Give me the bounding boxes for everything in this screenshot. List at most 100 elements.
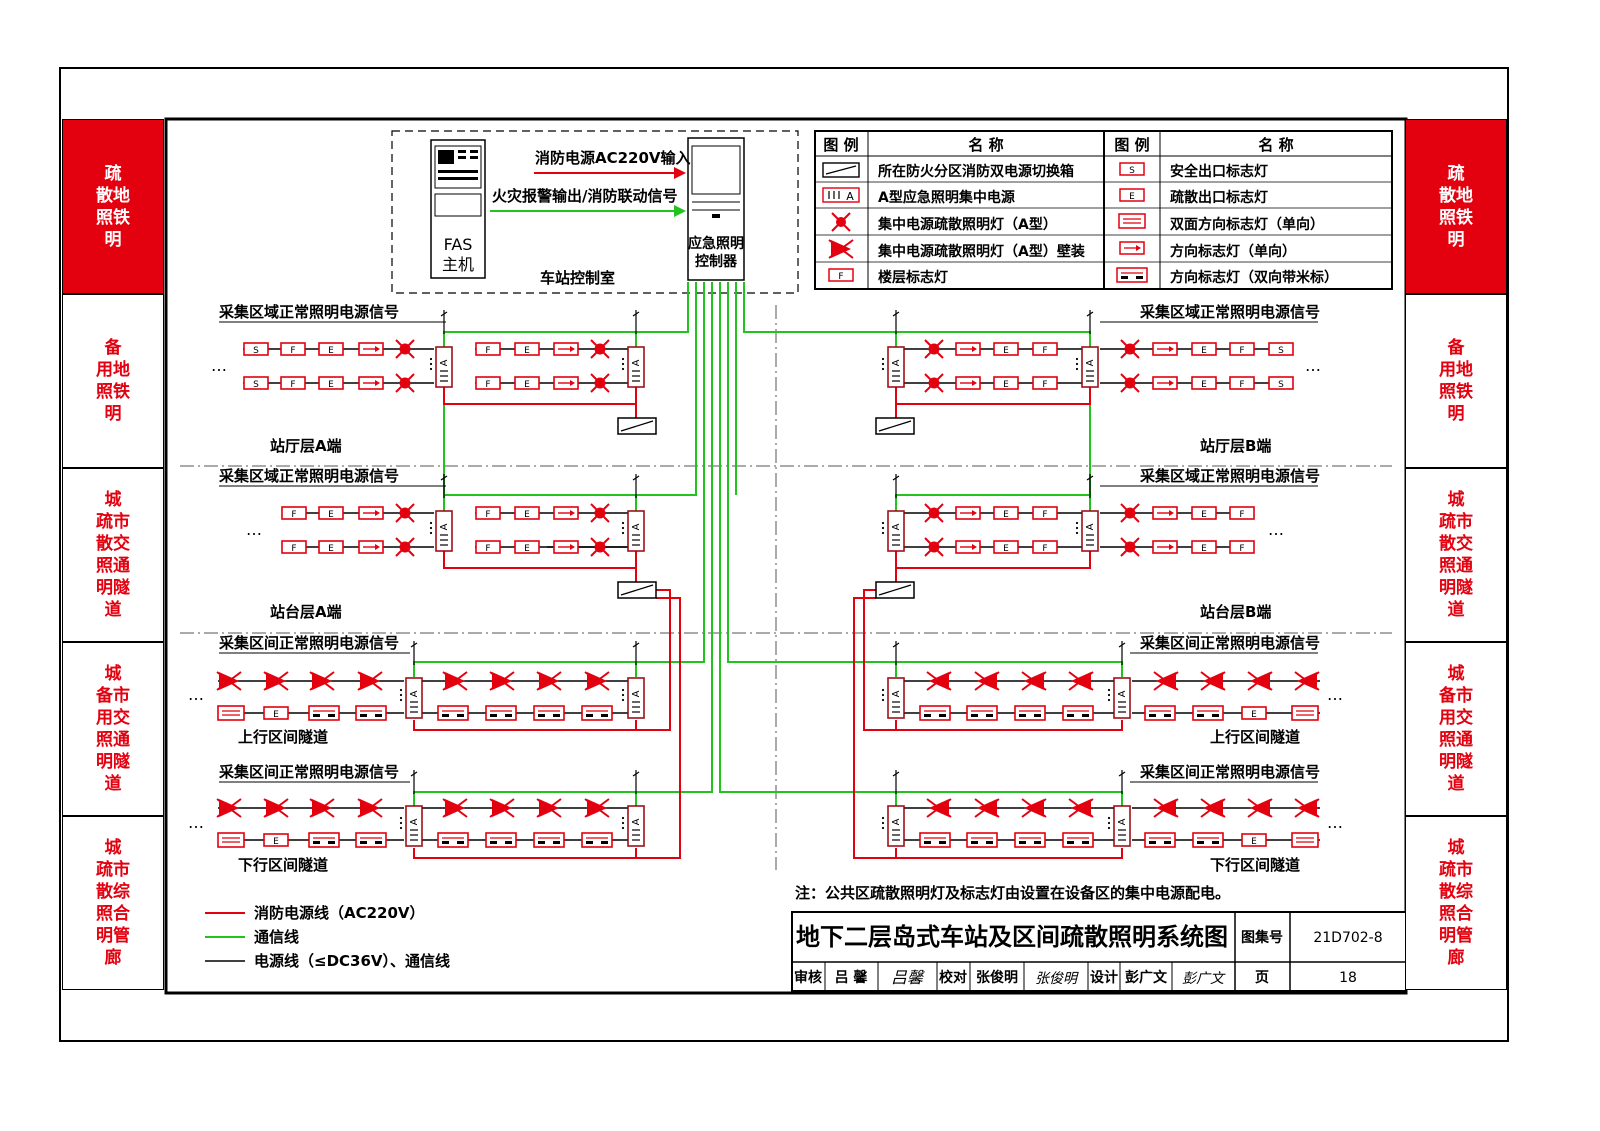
category-label-line: 明 xyxy=(104,229,122,250)
a-type-central-source-icon: A xyxy=(429,510,453,552)
evac-exit-sign-icon: E xyxy=(1241,706,1267,720)
direction-meter-sign-icon xyxy=(1014,832,1046,848)
drawing-title: 地下二层岛式车站及区间疏散照明系统图 xyxy=(796,923,1228,951)
source-letter: A xyxy=(409,818,420,825)
evac-lamp-icon xyxy=(1120,373,1140,393)
comm-line xyxy=(636,282,697,496)
sign-letter: E xyxy=(1251,710,1257,720)
evac-lamp-icon xyxy=(924,537,944,557)
sign-letter: E xyxy=(1201,346,1207,356)
signal-tap-mark xyxy=(632,642,640,648)
category-label-line: 照铁 xyxy=(1439,207,1473,228)
wall-evac-lamp-icon xyxy=(357,798,383,818)
evac-exit-sign-icon: E xyxy=(993,376,1019,390)
wall-evac-lamp-icon xyxy=(974,798,1000,818)
direction-meter-sign-icon xyxy=(437,705,469,721)
category-label-line: 备市 xyxy=(1439,686,1473,706)
direction-sign-icon xyxy=(553,376,579,390)
wall-evac-lamp-icon xyxy=(536,798,562,818)
left-category-3 xyxy=(62,468,164,642)
category-label-line: 明管 xyxy=(96,926,130,946)
down-tunnel-label-b: 下行区间隧道 xyxy=(1210,856,1300,874)
category-label-line: 用交 xyxy=(96,708,130,728)
direction-meter-sign-icon xyxy=(1144,832,1176,848)
hall-b-label: 站厅层B端 xyxy=(1200,437,1271,455)
title-block: 地下二层岛式车站及区间疏散照明系统图 图集号 21D702-8 审核 吕 馨 吕… xyxy=(791,911,1407,992)
a-type-central-source-icon: A xyxy=(1075,510,1099,552)
evac-exit-sign-icon: E xyxy=(514,342,540,356)
line-legend-label: 通信线 xyxy=(254,928,299,946)
right-category-3 xyxy=(1405,468,1507,642)
power-input-label: 消防电源AC220V输入 xyxy=(535,149,691,167)
wall-evac-lamp-icon xyxy=(357,671,383,691)
legend-a-letter: A xyxy=(846,190,854,203)
comm-line xyxy=(444,331,637,348)
evac-exit-sign-icon: E xyxy=(318,540,344,554)
sign-letter: F xyxy=(485,380,490,390)
sign-letter: F xyxy=(1239,380,1244,390)
category-label-line: 备 xyxy=(1447,338,1465,358)
direction-sign-icon xyxy=(955,506,981,520)
legend-name: 疏散出口标志灯 xyxy=(1170,189,1268,206)
evac-lamp-icon xyxy=(395,373,415,393)
left-category-5 xyxy=(62,816,164,990)
category-label-line: 照铁 xyxy=(1439,382,1473,402)
fas-label: FAS xyxy=(444,235,473,254)
category-label-line: 疏市 xyxy=(96,512,130,532)
a-type-central-source-icon: A xyxy=(881,805,905,847)
category-label-line: 散地 xyxy=(96,185,130,206)
right-category-2 xyxy=(1405,294,1507,468)
fire-power-line xyxy=(863,589,1123,731)
sign-letter: F xyxy=(1042,380,1047,390)
category-label-line: 城 xyxy=(1447,664,1465,684)
evac-lamp-icon xyxy=(395,339,415,359)
a-type-central-source-icon: A xyxy=(621,510,645,552)
legend-name: 所在防火分区消防双电源切换箱 xyxy=(878,163,1074,180)
ellipsis: … xyxy=(211,356,227,375)
evac-exit-sign-icon: E xyxy=(318,342,344,356)
direction-meter-sign-icon xyxy=(1192,832,1224,848)
evac-exit-sign-icon: E xyxy=(993,540,1019,554)
direction-sign-icon xyxy=(358,376,384,390)
legend-name: 集中电源疏散照明灯（A型） xyxy=(877,216,1057,233)
direction-meter-sign-icon xyxy=(919,705,951,721)
evac-lamp-icon xyxy=(590,537,610,557)
design-signature: 彭广文 xyxy=(1182,971,1226,987)
evac-exit-sign-icon: E xyxy=(318,506,344,520)
category-label-line: 照合 xyxy=(96,904,130,924)
source-letter: A xyxy=(891,690,902,697)
wall-evac-lamp-icon xyxy=(1200,798,1226,818)
fire-power-line xyxy=(443,533,637,569)
sign-letter: S xyxy=(253,346,259,356)
source-letter: A xyxy=(439,359,450,366)
wall-evac-lamp-icon xyxy=(1294,671,1320,691)
page-number: 18 xyxy=(1339,970,1357,986)
a-type-central-source-icon: A xyxy=(621,346,645,388)
sign-letter: E xyxy=(1251,837,1257,847)
source-letter: A xyxy=(891,359,902,366)
signal-arrow-head xyxy=(674,205,686,217)
legend-name: 双面方向标志灯（单向） xyxy=(1170,216,1324,233)
sign-letter: S xyxy=(1278,346,1284,356)
sign-letter: F xyxy=(1239,346,1244,356)
direction-sign-icon xyxy=(553,540,579,554)
wall-evac-lamp-icon xyxy=(1294,798,1320,818)
legend-name: 集中电源疏散照明灯（A型）壁装 xyxy=(877,243,1086,260)
floor-sign-icon: F xyxy=(1229,540,1255,554)
direction-sign-icon xyxy=(955,342,981,356)
up-tunnel-label-b: 上行区间隧道 xyxy=(1210,728,1300,746)
wall-evac-lamp-icon xyxy=(442,671,468,691)
signal-label-hall-a-2: 采集区域正常照明电源信号 xyxy=(218,467,399,485)
direction-meter-sign-icon xyxy=(437,832,469,848)
signal-tap-mark xyxy=(440,475,448,481)
left-category-2 xyxy=(62,294,164,468)
category-label-line: 照铁 xyxy=(96,382,130,402)
legend-name: 方向标志灯（双向带米标） xyxy=(1170,269,1338,286)
sign-letter: E xyxy=(1003,380,1009,390)
signal-label-down-b: 采集区间正常照明电源信号 xyxy=(1139,763,1320,781)
signal-tap-mark xyxy=(892,311,900,317)
fas-sub-label: 主机 xyxy=(442,255,474,274)
category-label-line: 备市 xyxy=(96,686,130,706)
legend-double-direction-icon xyxy=(1118,213,1146,229)
symbol-legend-table: 图 例 名 称 图 例 名 称 所在防火分区消防双电源切换箱 A型应急照明集中电… xyxy=(814,130,1393,290)
